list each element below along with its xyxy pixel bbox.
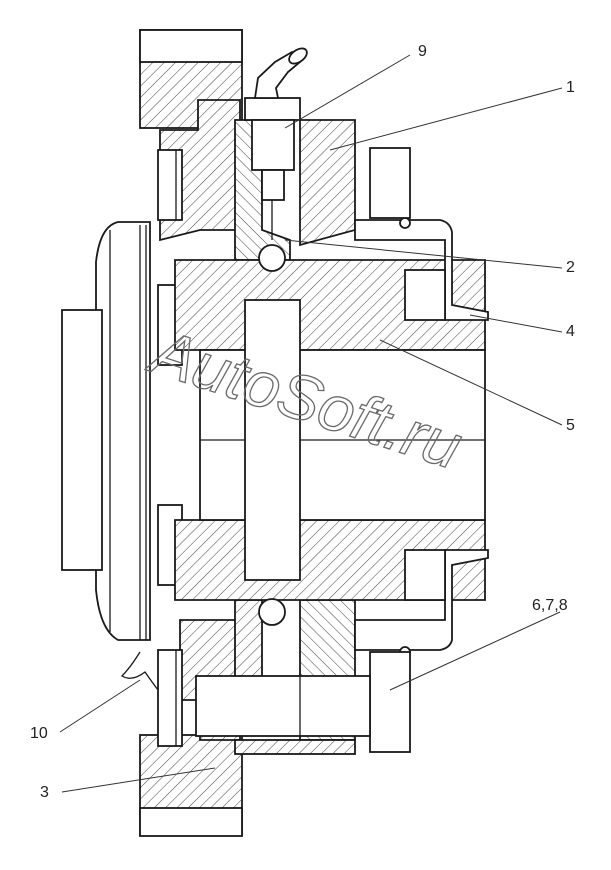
housing-part-1: [234, 119, 356, 755]
left-drum: [61, 221, 151, 641]
part-labels: 9 1 2 4 5 6,7,8 10 3: [30, 43, 575, 801]
seal-part-2: [258, 217, 411, 658]
grease-fitting-part-9: [244, 47, 308, 240]
hub-part-5: [174, 259, 486, 601]
label-part-2: 2: [566, 259, 575, 276]
label-part-4: 4: [566, 323, 575, 340]
cover-part-4: [354, 219, 489, 651]
leader-lines: [59, 54, 563, 793]
label-part-9: 9: [418, 43, 427, 60]
cotter-pin-part-10: [120, 651, 159, 691]
label-part-1: 1: [566, 79, 575, 96]
label-part-3: 3: [40, 784, 49, 801]
label-part-10: 10: [30, 725, 48, 742]
bolts-part-6-7-8: [195, 147, 411, 753]
label-part-5: 5: [566, 417, 575, 434]
label-parts-6-7-8: 6,7,8: [532, 597, 568, 614]
